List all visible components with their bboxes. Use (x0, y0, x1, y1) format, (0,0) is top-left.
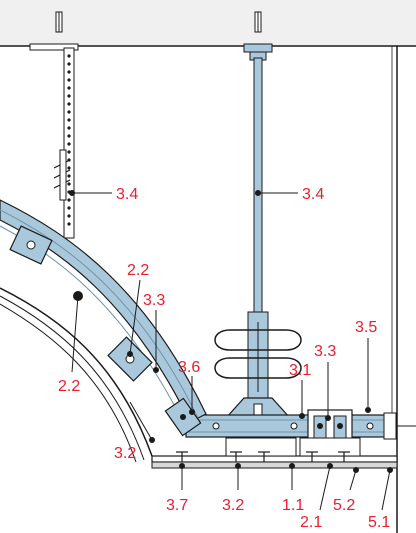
perforation-hole (67, 166, 71, 170)
ceiling-slab (0, 0, 416, 46)
perforation-hole (67, 182, 71, 186)
perforation-hole (67, 54, 71, 58)
perforation-hole (67, 94, 71, 98)
callout-3-2-bottom: 3.2 (222, 497, 244, 514)
callout-3-3-left: 3.3 (143, 292, 165, 309)
callout-5-1: 5.1 (368, 514, 390, 531)
perforated-hanger-left (29, 43, 79, 239)
callout-3-6: 3.6 (178, 359, 200, 376)
anchor-bolt-left (55, 11, 63, 33)
callout-3-5: 3.5 (355, 319, 377, 336)
perforation-hole (67, 102, 71, 106)
perforation-hole (67, 118, 71, 122)
perforation-hole (67, 126, 71, 130)
callout-3-1: 3.1 (289, 362, 311, 379)
callout-2-2-top: 2.2 (127, 262, 149, 279)
flat-ceiling-boards (151, 437, 398, 469)
perforation-hole (67, 142, 71, 146)
callout-3-3-right: 3.3 (314, 343, 336, 360)
perforation-hole (67, 78, 71, 82)
cross-connector-right (307, 409, 353, 443)
callout-1-1: 1.1 (282, 497, 304, 514)
callout-hanger-right: 3.4 (302, 186, 324, 203)
perforation-hole (67, 174, 71, 178)
callout-5-2: 5.2 (333, 497, 355, 514)
perforation-hole (67, 134, 71, 138)
perforation-hole (67, 70, 71, 74)
anchor-bolt-right (254, 11, 262, 33)
callout-hanger-left: 3.4 (116, 186, 138, 203)
callout-2-2-bottom: 2.2 (58, 378, 80, 395)
callout-2-1: 2.1 (300, 514, 322, 531)
callout-3-7: 3.7 (166, 497, 188, 514)
perforation-hole (67, 86, 71, 90)
curved-channel (0, 199, 207, 437)
leader-lines (69, 190, 393, 511)
perforation-hole (67, 150, 71, 154)
callout-3-2-left: 3.2 (114, 445, 136, 462)
screws (176, 451, 350, 462)
perforation-hole (67, 222, 71, 226)
curved-boards (0, 287, 153, 463)
perforation-hole (67, 198, 71, 202)
perforation-hole (67, 62, 71, 66)
perforation-hole (67, 110, 71, 114)
perforation-hole (67, 214, 71, 218)
perforation-hole (67, 206, 71, 210)
